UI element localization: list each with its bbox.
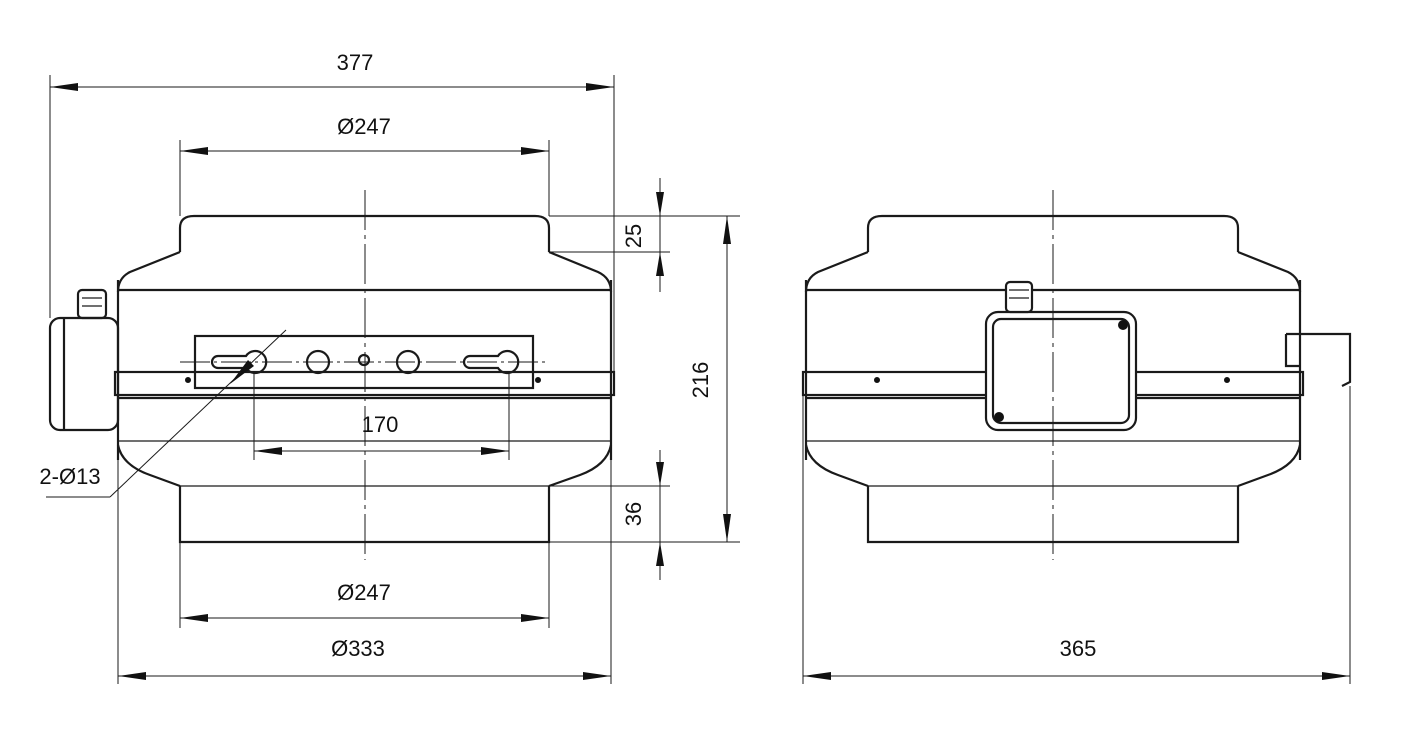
side-dimensions: 365 xyxy=(802,386,1351,684)
front-cable-gland xyxy=(76,288,108,320)
dim-bottom-flange-height: 36 xyxy=(621,502,646,526)
bracket-hole xyxy=(395,349,421,375)
bracket-slot-right xyxy=(462,349,520,375)
dim-hole-spacing: 170 xyxy=(362,412,399,437)
side-view xyxy=(801,190,1352,560)
dim-overall-height: 216 xyxy=(688,362,713,399)
front-lower-shoulder xyxy=(116,444,613,488)
dim-side-width: 365 xyxy=(1060,636,1097,661)
dim-outlet-diameter: Ø247 xyxy=(337,580,391,605)
bracket-slot-left xyxy=(210,349,268,375)
bracket-hole xyxy=(305,349,331,375)
front-terminal-box xyxy=(48,316,120,432)
side-cable-gland xyxy=(1004,280,1034,314)
front-view xyxy=(48,190,616,560)
side-terminal-box xyxy=(984,310,1138,432)
front-dimensions: 377 Ø247 25 216 36 170 xyxy=(39,50,740,684)
dim-inlet-diameter: Ø247 xyxy=(337,114,391,139)
side-bracket-clip xyxy=(1284,332,1352,387)
bracket-hole xyxy=(357,353,371,367)
dim-top-flange-height: 25 xyxy=(621,224,646,248)
dim-mounting-holes: 2-Ø13 xyxy=(39,464,100,489)
dim-overall-width: 377 xyxy=(337,50,374,75)
dim-housing-diameter: Ø333 xyxy=(331,636,385,661)
